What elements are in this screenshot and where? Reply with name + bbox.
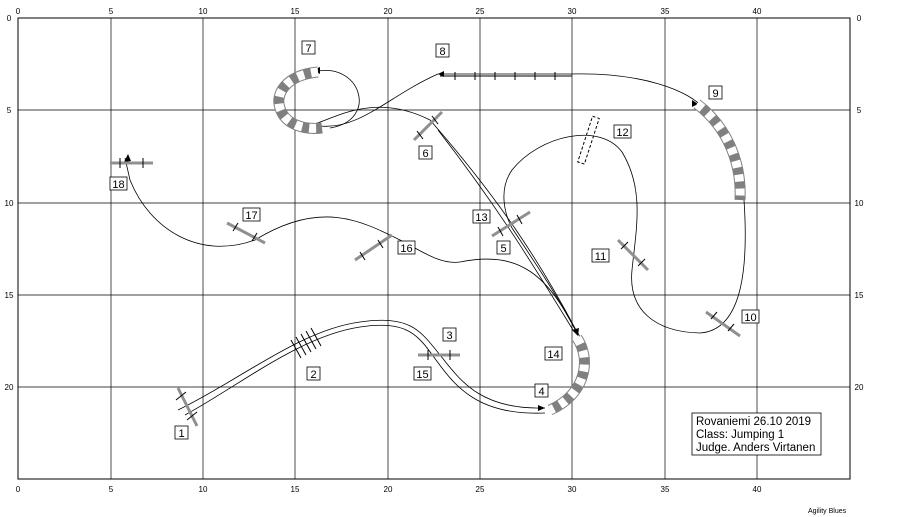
obstacle-tyre-12 xyxy=(577,115,600,165)
obstacle-number-boxes xyxy=(109,40,760,440)
obstacle-jump-3 xyxy=(418,350,460,360)
obstacle-number-labels: 1 2 3 4 5 6 7 8 9 10 11 12 13 14 15 16 1… xyxy=(112,43,756,440)
obstacle-weave-8 xyxy=(440,72,572,80)
right-axis-labels: 0 5 10 15 20 xyxy=(855,14,864,392)
obstacle-jump-17 xyxy=(226,221,266,245)
x-tick-bottom-35: 35 xyxy=(661,485,670,494)
y-tick-left-20: 20 xyxy=(5,383,14,392)
dog-path xyxy=(124,70,746,416)
obstacle-number-3: 3 xyxy=(446,330,452,342)
obstacle-number-4: 4 xyxy=(538,386,544,398)
x-tick-bottom-40: 40 xyxy=(753,485,762,494)
top-axis-labels: 0 5 10 15 20 25 30 35 40 xyxy=(16,7,762,16)
arrow-icon xyxy=(572,328,579,336)
x-tick-bottom-30: 30 xyxy=(568,485,577,494)
obstacle-number-15: 15 xyxy=(416,369,428,381)
y-tick-right-5: 5 xyxy=(857,106,862,115)
obstacle-jump-6 xyxy=(412,110,444,142)
obstacle-number-18: 18 xyxy=(112,179,124,191)
obstacle-spread-2 xyxy=(290,327,322,359)
x-tick-top-15: 15 xyxy=(291,7,300,16)
arrow-icon xyxy=(538,405,545,411)
grid-lines xyxy=(18,18,850,479)
x-tick-top-10: 10 xyxy=(199,7,208,16)
obstacle-number-8: 8 xyxy=(439,46,445,58)
obstacle-number-7: 7 xyxy=(305,43,311,55)
info-judge: Judge. Anders Virtanen xyxy=(696,442,815,454)
obstacle-jump-16 xyxy=(354,233,393,262)
x-tick-top-30: 30 xyxy=(568,7,577,16)
path-arrows xyxy=(124,67,698,411)
y-tick-left-0: 0 xyxy=(7,14,12,23)
x-tick-bottom-25: 25 xyxy=(476,485,485,494)
obstacle-number-13: 13 xyxy=(475,212,487,224)
course-frame xyxy=(17,17,851,480)
y-tick-left-5: 5 xyxy=(7,106,12,115)
y-tick-right-15: 15 xyxy=(855,291,864,300)
obstacle-number-11: 11 xyxy=(595,251,606,263)
x-tick-top-0: 0 xyxy=(16,7,21,16)
obstacle-number-16: 16 xyxy=(400,243,412,255)
obstacle-tunnel-4 xyxy=(547,334,590,416)
y-tick-left-10: 10 xyxy=(5,199,14,208)
x-tick-bottom-10: 10 xyxy=(199,485,208,494)
software-credit: Agility Blues xyxy=(808,508,847,515)
obstacle-number-14: 14 xyxy=(547,349,559,361)
y-tick-right-10: 10 xyxy=(855,199,864,208)
course-info-box: Rovaniemi 26.10 2019 Class: Jumping 1 Ju… xyxy=(691,412,822,456)
x-tick-bottom-5: 5 xyxy=(109,485,114,494)
obstacle-tunnel-9 xyxy=(693,99,746,201)
obstacle-number-2: 2 xyxy=(310,369,316,381)
x-tick-top-35: 35 xyxy=(661,7,670,16)
obstacle-jump-1 xyxy=(175,387,199,427)
obstacle-number-12: 12 xyxy=(616,127,628,139)
obstacle-number-5: 5 xyxy=(500,243,506,255)
obstacle-number-6: 6 xyxy=(422,148,428,160)
obstacle-number-17: 17 xyxy=(245,210,257,222)
obstacle-number-10: 10 xyxy=(744,312,756,324)
arrow-icon xyxy=(692,100,698,107)
y-tick-right-20: 20 xyxy=(855,383,864,392)
info-class: Class: Jumping 1 xyxy=(696,429,784,441)
obstacle-number-1: 1 xyxy=(178,428,184,440)
obstacle-jump-11 xyxy=(616,238,650,272)
left-axis-labels: 0 5 10 15 20 xyxy=(5,14,14,392)
x-tick-bottom-20: 20 xyxy=(384,485,393,494)
obstacle-tunnel-7 xyxy=(273,66,323,134)
obstacle-jump-10 xyxy=(705,310,741,338)
x-tick-bottom-15: 15 xyxy=(291,485,300,494)
y-tick-left-15: 15 xyxy=(5,291,14,300)
x-tick-top-20: 20 xyxy=(384,7,393,16)
x-tick-top-5: 5 xyxy=(109,7,114,16)
obstacle-jump-5 xyxy=(491,210,531,238)
bottom-axis-labels: 0 5 10 15 20 25 30 35 40 xyxy=(16,485,762,494)
y-tick-right-0: 0 xyxy=(857,14,862,23)
x-tick-top-25: 25 xyxy=(476,7,485,16)
x-tick-top-40: 40 xyxy=(753,7,762,16)
arrow-icon xyxy=(124,154,131,162)
obstacle-number-9: 9 xyxy=(712,88,718,100)
x-tick-bottom-0: 0 xyxy=(16,485,21,494)
obstacle-jump-18 xyxy=(110,158,153,168)
info-location-date: Rovaniemi 26.10 2019 xyxy=(696,416,811,428)
